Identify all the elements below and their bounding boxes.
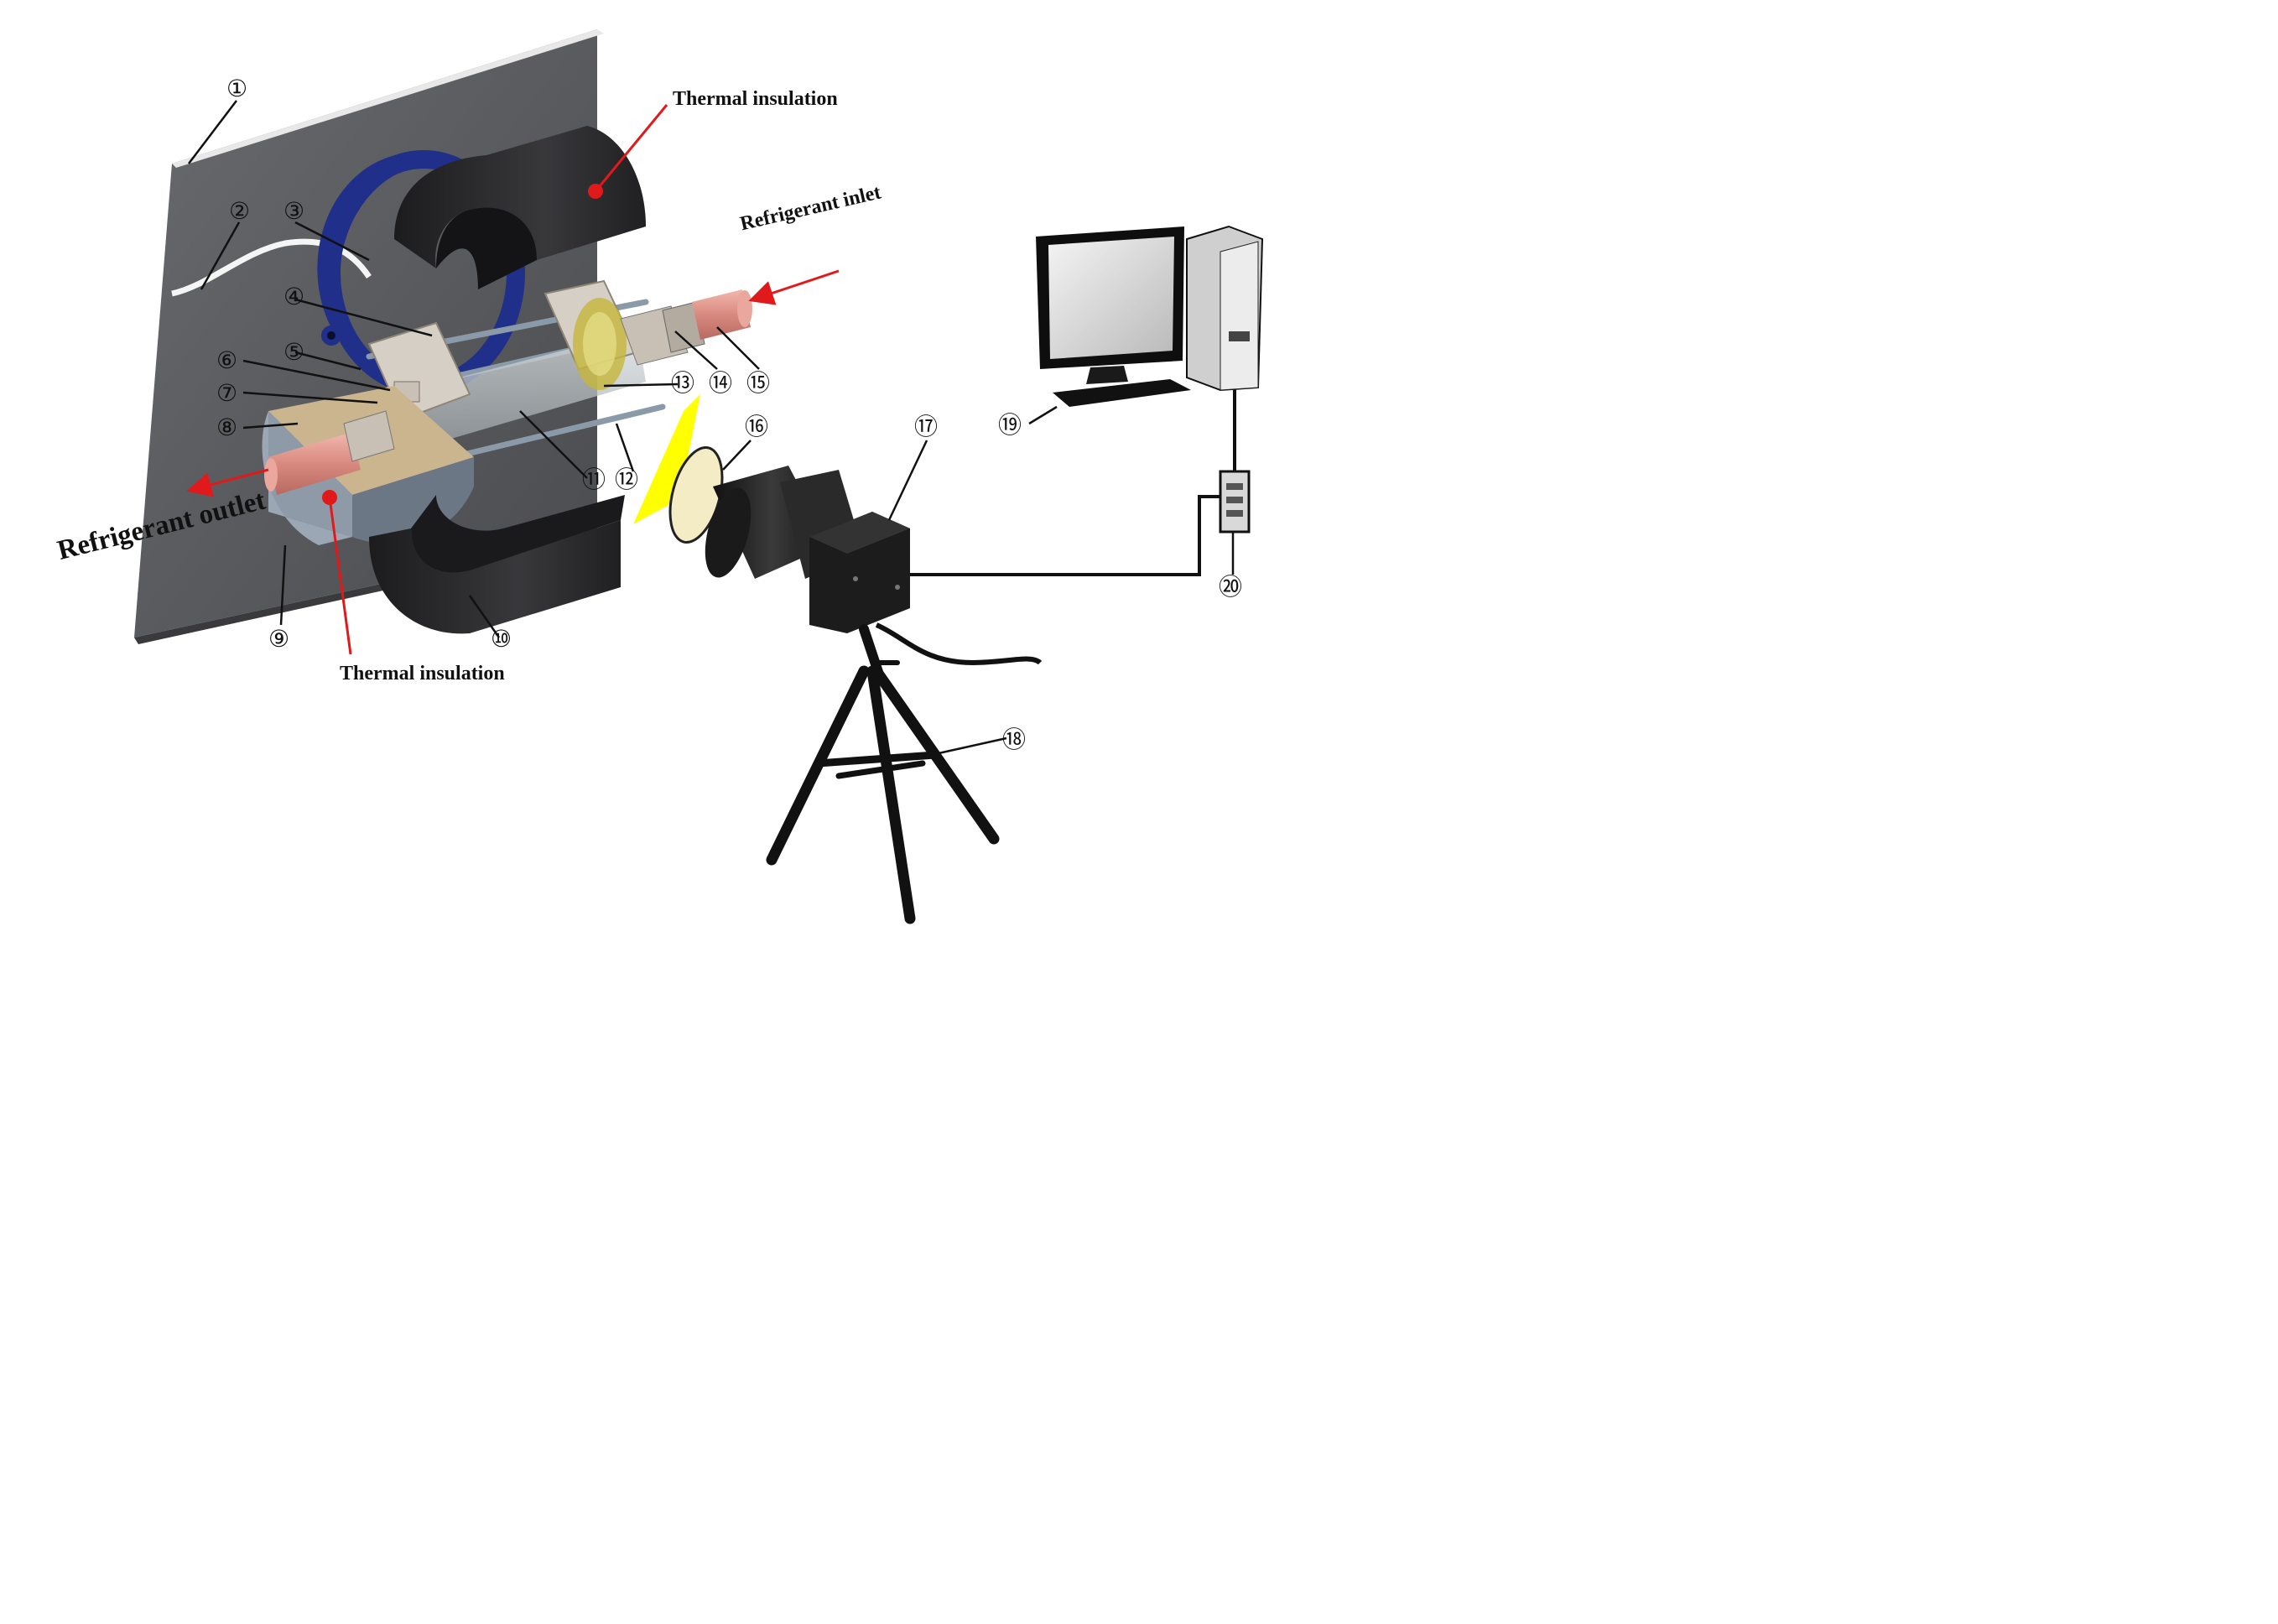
callout-16: ⑯	[745, 413, 769, 440]
cable	[171, 238, 372, 297]
callout-10: ⑩	[491, 625, 512, 653]
diagram-svg	[134, 29, 1264, 924]
callout-5: ⑤	[283, 338, 305, 366]
callout-18: ⑱	[1002, 726, 1027, 753]
callout-9: ⑨	[268, 625, 290, 653]
callout-1: ①	[226, 75, 248, 102]
data-cable	[910, 495, 1225, 576]
callout-3: ③	[283, 197, 305, 225]
inlet-arrow	[748, 269, 840, 305]
experimental-setup-diagram: Thermal insulation Refrigerant inlet Ref…	[0, 0, 1317, 939]
thermal-insulation-top-label: Thermal insulation	[673, 88, 838, 110]
callout-12: ⑫	[615, 466, 639, 493]
callout-20: ⑳	[1219, 573, 1243, 601]
top-insulation-pointer	[594, 104, 668, 192]
light-beam	[633, 394, 700, 524]
lens-filter	[668, 446, 724, 544]
callout-6: ⑥	[216, 346, 238, 374]
thermal-insulation-bottom-label: Thermal insulation	[340, 663, 505, 684]
callout-15: ⑮	[746, 369, 771, 397]
computer	[1036, 225, 1264, 407]
callout-8: ⑧	[216, 414, 238, 441]
outlet-pipe	[264, 410, 395, 495]
callout-17: ⑰	[914, 413, 939, 440]
callout-14: ⑭	[709, 369, 733, 397]
bottom-insulation-pointer	[328, 497, 352, 655]
callout-2: ②	[229, 197, 251, 225]
inlet-fittings	[620, 289, 752, 366]
insulation-bottom	[369, 495, 625, 634]
callout-leaders	[188, 100, 1235, 757]
callout-13: ⑬	[671, 369, 695, 397]
callout-11: ⑪	[582, 466, 606, 493]
callout-4: ④	[283, 283, 305, 310]
callout-19: ⑲	[998, 411, 1022, 439]
camera	[705, 466, 1043, 666]
data-acquisition-box	[1219, 470, 1251, 534]
right-flange	[543, 279, 639, 390]
tripod	[766, 624, 1000, 924]
outlet-arrow	[186, 468, 269, 497]
callout-7: ⑦	[216, 379, 238, 407]
